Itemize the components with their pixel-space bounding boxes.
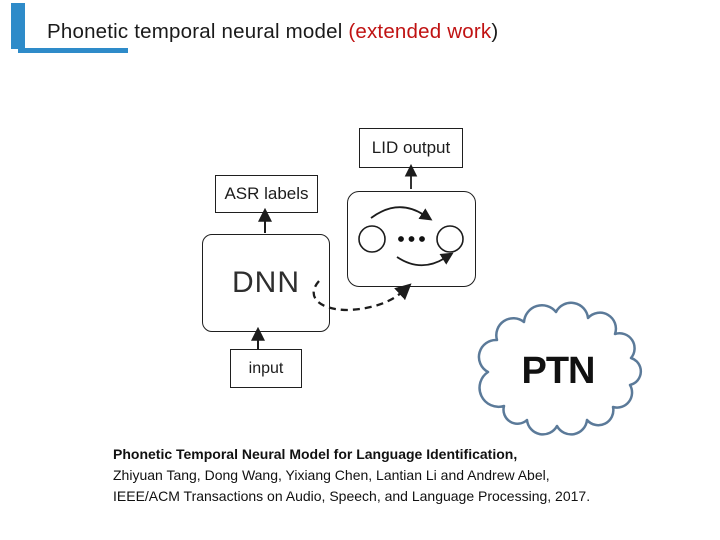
lid-output-box: LID output <box>359 128 463 168</box>
dnn-label: DNN <box>232 266 300 299</box>
dnn-box: DNN <box>202 234 330 332</box>
input-label: input <box>248 359 284 377</box>
lid-output-label: LID output <box>371 138 451 157</box>
slide-title-main: Phonetic temporal neural model <box>47 20 349 43</box>
input-box: input <box>230 349 302 388</box>
citation-venue: IEEE/ACM Transactions on Audio, Speech, … <box>113 488 591 504</box>
title-accent-bar-vertical <box>11 3 25 49</box>
asr-labels-label: ASR labels <box>224 184 309 203</box>
slide-title-highlight: (extended work <box>348 20 492 43</box>
citation-authors: Zhiyuan Tang, Dong Wang, Yixiang Chen, L… <box>113 467 550 483</box>
rnn-box <box>347 191 476 287</box>
asr-labels-box: ASR labels <box>215 175 318 213</box>
citation: Phonetic Temporal Neural Model for Langu… <box>113 444 683 507</box>
slide-title: Phonetic temporal neural model (extended… <box>47 20 498 44</box>
citation-title: Phonetic Temporal Neural Model for Langu… <box>113 446 518 462</box>
ptn-cloud-label: PTN <box>521 350 596 392</box>
title-accent-bar-horizontal <box>18 48 128 53</box>
slide-title-close-paren: ) <box>491 20 499 43</box>
